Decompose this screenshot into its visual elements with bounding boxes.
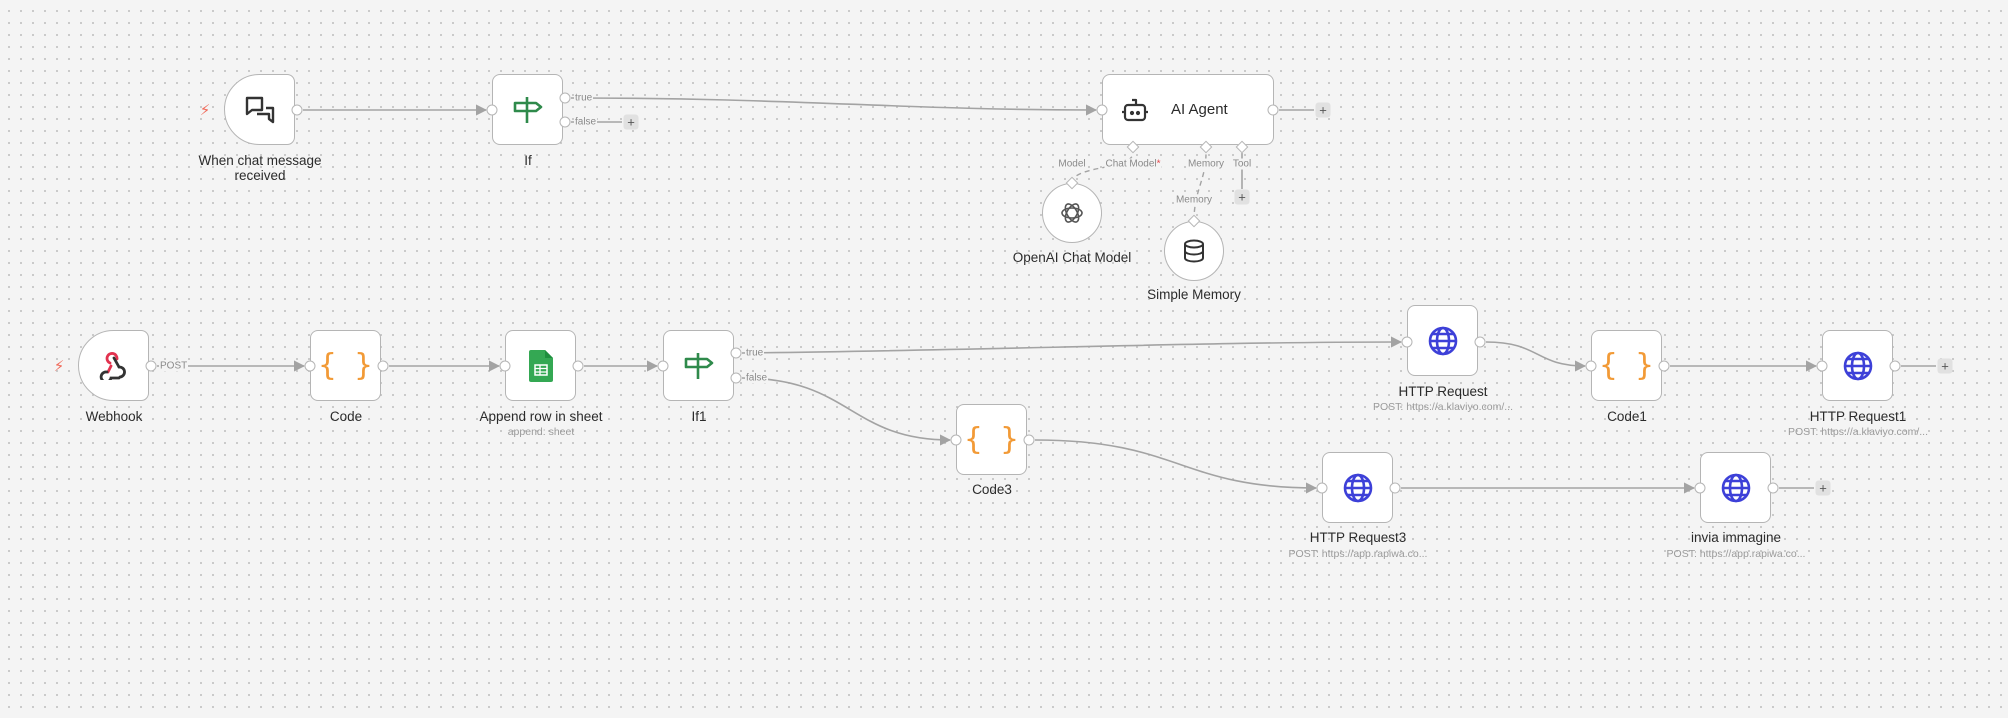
database-icon — [1184, 239, 1204, 263]
code3-input-handle[interactable] — [950, 434, 962, 446]
globe-icon — [1721, 473, 1750, 502]
code1-input-handle[interactable] — [1585, 360, 1597, 372]
http-request1-label: HTTP Request1 — [1809, 409, 1907, 424]
signpost-icon — [513, 96, 542, 123]
node-code3[interactable]: { } — [956, 404, 1027, 475]
http-request-input-handle[interactable] — [1401, 336, 1413, 348]
trigger-bolt-icon: ⚡ — [199, 102, 211, 119]
http-request1-input-handle[interactable] — [1816, 360, 1828, 372]
code1-output-handle[interactable] — [1658, 360, 1670, 372]
http-request-label: HTTP Request — [1398, 384, 1488, 399]
http-request-output-handle[interactable] — [1474, 336, 1486, 348]
append-row-input-handle[interactable] — [499, 360, 511, 372]
webhook-output-handle[interactable] — [145, 360, 157, 372]
openai-model-port-label: Model — [1057, 158, 1087, 170]
if-true-handle[interactable] — [559, 92, 571, 104]
if1-input-handle[interactable] — [657, 360, 669, 372]
if1-true-label: true — [745, 347, 765, 359]
edge-if1-true-to-http[interactable] — [741, 336, 1403, 354]
node-if[interactable] — [492, 74, 563, 145]
webhook-icon — [99, 351, 126, 380]
node-code[interactable]: { } — [310, 330, 381, 401]
node-invia-immagine[interactable] — [1700, 452, 1771, 523]
webhook-label: Webhook — [85, 409, 143, 424]
node-if1[interactable] — [663, 330, 734, 401]
node-simple-memory[interactable] — [1164, 221, 1224, 281]
node-http-request1[interactable] — [1822, 330, 1893, 401]
openai-icon — [1061, 203, 1083, 223]
code1-label: Code1 — [1607, 409, 1647, 424]
node-code1[interactable]: { } — [1591, 330, 1662, 401]
openai-chat-model-label: OpenAI Chat Model — [1012, 250, 1132, 265]
append-row-label: Append row in sheet — [479, 409, 603, 424]
edge-http-to-code1[interactable] — [1485, 341, 1587, 372]
http-request3-input-handle[interactable] — [1316, 482, 1328, 494]
http-request1-output-handle[interactable] — [1889, 360, 1901, 372]
invia-immagine-output-handle[interactable] — [1767, 482, 1779, 494]
node-openai-chat-model[interactable] — [1042, 183, 1102, 243]
http-request1-add-button[interactable]: + — [1937, 358, 1953, 374]
node-http-request3[interactable] — [1322, 452, 1393, 523]
node-http-request[interactable] — [1407, 305, 1478, 376]
code-braces-icon: { } — [964, 422, 1019, 457]
globe-icon — [1428, 326, 1457, 355]
node-chat-trigger[interactable] — [224, 74, 295, 145]
http-request3-subtitle: POST: https://app.rapiwa.co... — [1288, 548, 1428, 560]
if-false-handle[interactable] — [559, 116, 571, 128]
invia-immagine-label: invia immagine — [1690, 530, 1782, 545]
code-output-handle[interactable] — [377, 360, 389, 372]
code-braces-icon: { } — [318, 348, 373, 383]
chat-trigger-label: When chat message received — [198, 153, 322, 183]
if-label: If — [524, 153, 532, 168]
tool-port-label: Tool — [1231, 158, 1253, 170]
ai-agent-add-tool-button[interactable]: + — [1234, 189, 1250, 205]
edge-code3-to-http3[interactable] — [1034, 439, 1318, 494]
simple-memory-label: Simple Memory — [1147, 287, 1241, 302]
if-input-handle[interactable] — [486, 104, 498, 116]
invia-immagine-subtitle: POST: https://app.rapiwa.co... — [1666, 548, 1806, 560]
append-row-output-handle[interactable] — [572, 360, 584, 372]
chat-trigger-output-handle[interactable] — [291, 104, 303, 116]
code-braces-icon: { } — [1599, 348, 1654, 383]
code-input-handle[interactable] — [304, 360, 316, 372]
if-true-label: true — [574, 92, 594, 104]
edge-if1-false-to-code3[interactable] — [741, 377, 952, 446]
node-webhook[interactable] — [78, 330, 149, 401]
signpost-icon — [684, 352, 713, 379]
code3-output-handle[interactable] — [1023, 434, 1035, 446]
simple-memory-port-label: Memory — [1174, 194, 1214, 206]
globe-icon — [1843, 351, 1872, 380]
globe-icon — [1343, 473, 1372, 502]
invia-immagine-add-button[interactable]: + — [1815, 480, 1831, 496]
webhook-post-label: POST — [159, 360, 189, 372]
robot-icon — [1122, 98, 1148, 121]
edge-if-true-to-agent[interactable] — [570, 97, 1098, 116]
append-row-subtitle: append: sheet — [507, 426, 575, 438]
http-request1-subtitle: POST: https://a.klaviyo.com/... — [1787, 426, 1929, 438]
google-sheets-icon — [528, 349, 553, 382]
http-request-subtitle: POST: https://a.klaviyo.com/... — [1372, 401, 1514, 413]
invia-immagine-input-handle[interactable] — [1694, 482, 1706, 494]
memory-port-label: Memory — [1186, 158, 1226, 170]
code-label: Code — [329, 409, 363, 424]
webhook-trigger-bolt-icon: ⚡ — [53, 358, 65, 375]
ai-agent-output-handle[interactable] — [1267, 104, 1279, 116]
chat-bubbles-icon — [245, 96, 274, 123]
node-ai-agent[interactable]: AI Agent — [1102, 74, 1274, 145]
http-request3-label: HTTP Request3 — [1309, 530, 1407, 545]
ai-agent-add-button[interactable]: + — [1315, 102, 1331, 118]
if-false-add-button[interactable]: + — [623, 114, 639, 130]
if1-true-handle[interactable] — [730, 347, 742, 359]
if-false-label: false — [574, 116, 598, 128]
ai-agent-input-handle[interactable] — [1096, 104, 1108, 116]
code3-label: Code3 — [972, 482, 1012, 497]
node-append-row[interactable] — [505, 330, 576, 401]
http-request3-output-handle[interactable] — [1389, 482, 1401, 494]
if1-false-handle[interactable] — [730, 372, 742, 384]
chat-model-port-label: Chat Model* — [1104, 158, 1162, 170]
ai-agent-title: AI Agent — [1171, 101, 1228, 118]
if1-false-label: false — [745, 372, 769, 384]
if1-label: If1 — [691, 409, 707, 424]
